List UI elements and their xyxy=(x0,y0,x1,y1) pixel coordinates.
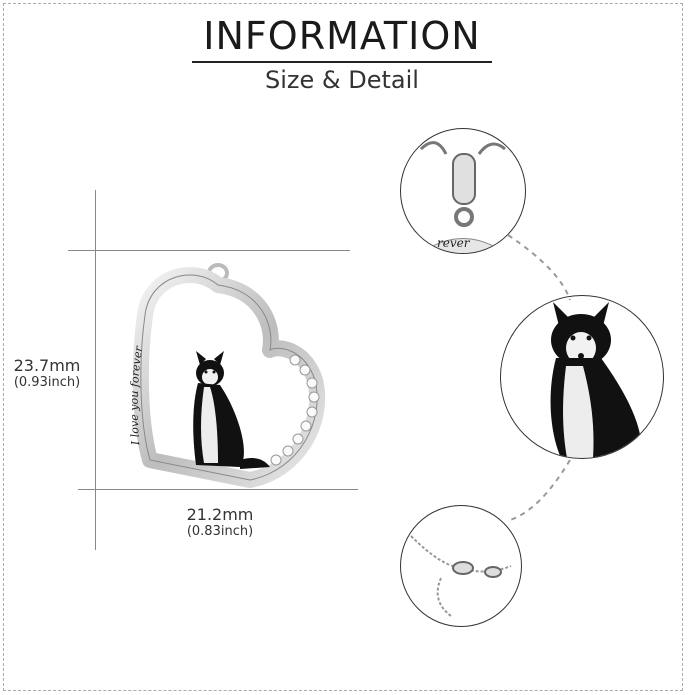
width-mm-label: 21.2mm xyxy=(186,505,254,524)
width-inch-label: (0.83inch) xyxy=(186,524,254,539)
height-mm-label: 23.7mm xyxy=(13,356,81,375)
height-inch-label: (0.93inch) xyxy=(13,375,81,390)
husky-figure xyxy=(193,351,270,469)
clasp-closeup-circle xyxy=(400,505,522,627)
heart-pendant-image: I love you forever xyxy=(100,255,360,495)
title-underline xyxy=(192,61,492,63)
dim-top-line xyxy=(68,250,350,251)
dim-bottom-line xyxy=(78,489,358,490)
husky-closeup-circle xyxy=(500,295,664,459)
bail-engraving-text: rever xyxy=(437,236,471,250)
connector-dashed-line xyxy=(507,234,571,521)
dashed-border xyxy=(3,3,683,691)
dim-vertical-line xyxy=(95,190,96,550)
page-subtitle: Size & Detail xyxy=(265,66,419,94)
bail-closeup-circle: rever xyxy=(400,128,526,254)
page-title: INFORMATION xyxy=(203,14,481,58)
